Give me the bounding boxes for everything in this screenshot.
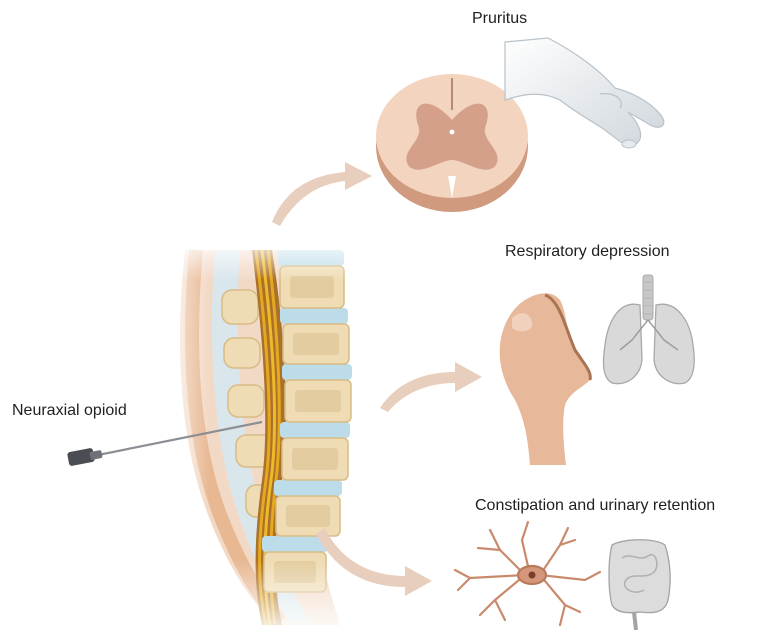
enteric-neuron-illustration <box>455 522 600 625</box>
arrow-to-spinal-cord <box>272 162 372 226</box>
respiratory-depression-label: Respiratory depression <box>505 243 670 261</box>
brainstem-illustration <box>500 293 591 465</box>
intestine-illustration <box>609 540 670 630</box>
constipation-label: Constipation and urinary retention <box>475 497 715 515</box>
lumbar-spine-illustration <box>150 235 360 639</box>
scratching-hand-illustration <box>505 38 664 148</box>
arrow-to-respiratory <box>380 362 482 412</box>
neuraxial-opioid-label: Neuraxial opioid <box>12 402 127 420</box>
lungs-illustration <box>603 275 694 384</box>
pruritus-label: Pruritus <box>472 10 527 28</box>
